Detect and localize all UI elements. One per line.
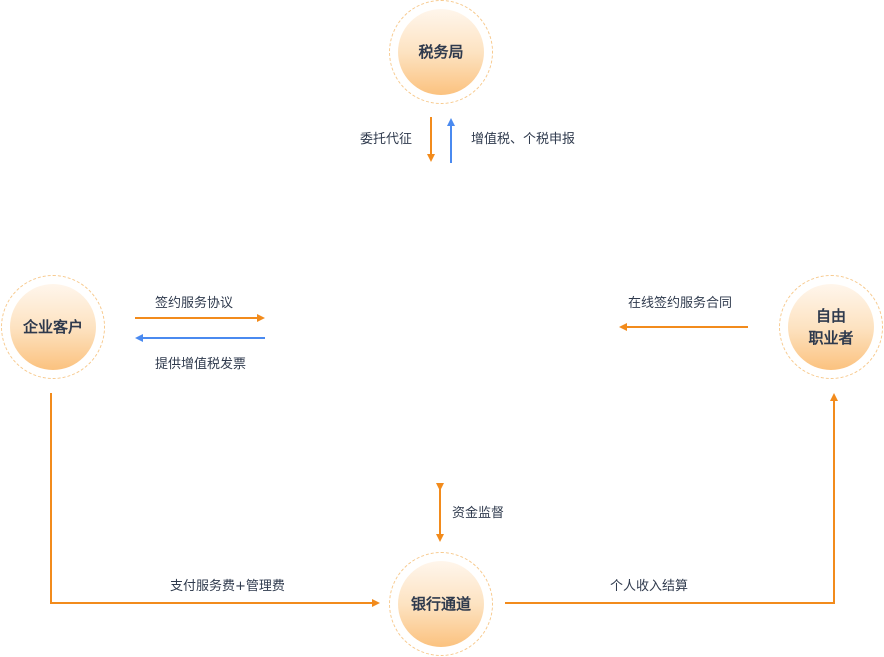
label-online-contract: 在线签约服务合同 (628, 296, 733, 311)
node-tax-bureau-label: 税务局 (418, 43, 464, 61)
label-pay-fees: 支付服务费+管理费 (170, 579, 285, 594)
label-fund-supervision: 资金监督 (452, 506, 505, 521)
label-provide-invoice: 提供增值税发票 (155, 357, 247, 372)
label-income-settlement: 个人收入结算 (610, 579, 689, 594)
node-freelancer: 自由 职业者 (779, 275, 883, 379)
node-bank: 银行通道 (389, 552, 493, 656)
arrow-pay-fees (50, 393, 380, 607)
label-sign-agreement: 签约服务协议 (155, 296, 234, 311)
node-tax-bureau: 税务局 (389, 0, 493, 104)
label-entrusted-collection: 委托代征 (360, 132, 413, 147)
node-freelancer-label: 自由 职业者 (808, 307, 854, 347)
arrow-income-settlement (505, 393, 838, 604)
node-enterprise-label: 企业客户 (22, 318, 83, 336)
node-bank-label: 银行通道 (410, 595, 471, 613)
node-enterprise: 企业客户 (1, 275, 105, 379)
label-tax-declaration: 增值税、个税申报 (471, 132, 576, 147)
